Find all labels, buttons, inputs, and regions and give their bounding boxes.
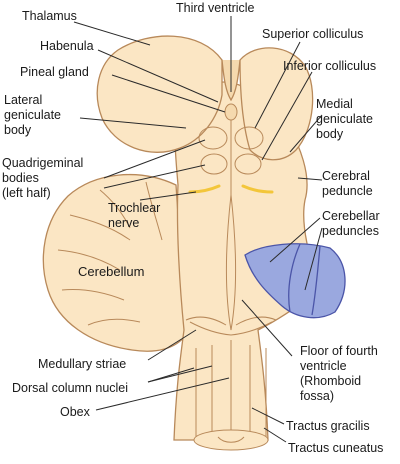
label-cerebellar-peduncles: Cerebellar peduncles [322, 209, 383, 238]
label-inferior-colliculus: Inferior colliculus [283, 59, 376, 73]
label-superior-colliculus: Superior colliculus [262, 27, 363, 41]
thalamus-right-shape [239, 47, 314, 161]
label-tractus-gracilis: Tractus gracilis [286, 419, 370, 433]
leader-lines [73, 16, 323, 443]
anatomy-details [57, 103, 277, 451]
label-habenula: Habenula [40, 39, 94, 53]
label-lateral-geniculate: Lateral geniculate body [4, 93, 64, 137]
label-tractus-cuneatus: Tractus cuneatus [288, 441, 383, 455]
label-medullary-striae: Medullary striae [38, 357, 126, 371]
label-trochlear-nerve: Trochlear nerve [108, 201, 164, 230]
trochlear-nerves [188, 184, 274, 194]
trochlear-nerve-left [188, 184, 221, 194]
label-thalamus: Thalamus [22, 9, 77, 23]
label-cerebellum: Cerebellum [78, 264, 144, 279]
label-medial-geniculate: Medial geniculate body [316, 97, 376, 141]
label-third-ventricle: Third ventricle [176, 1, 255, 15]
anatomy [42, 35, 321, 441]
trochlear-nerve-right [241, 184, 274, 194]
label-cerebral-peduncle: Cerebral peduncle [322, 169, 373, 198]
label-pineal-gland: Pineal gland [20, 65, 89, 79]
label-obex: Obex [60, 405, 91, 419]
label-quadrigeminal-bodies: Quadrigeminal bodies (left half) [2, 156, 87, 200]
thalamus-left-shape [96, 35, 223, 153]
cerebellar-peduncles-shape [244, 243, 346, 319]
label-floor-fourth-ventricle: Floor of fourth ventricle (Rhomboid foss… [300, 344, 381, 403]
label-dorsal-column-nuclei: Dorsal column nuclei [12, 381, 128, 395]
labels: Thalamus Third ventricle Habenula Pineal… [2, 1, 383, 455]
